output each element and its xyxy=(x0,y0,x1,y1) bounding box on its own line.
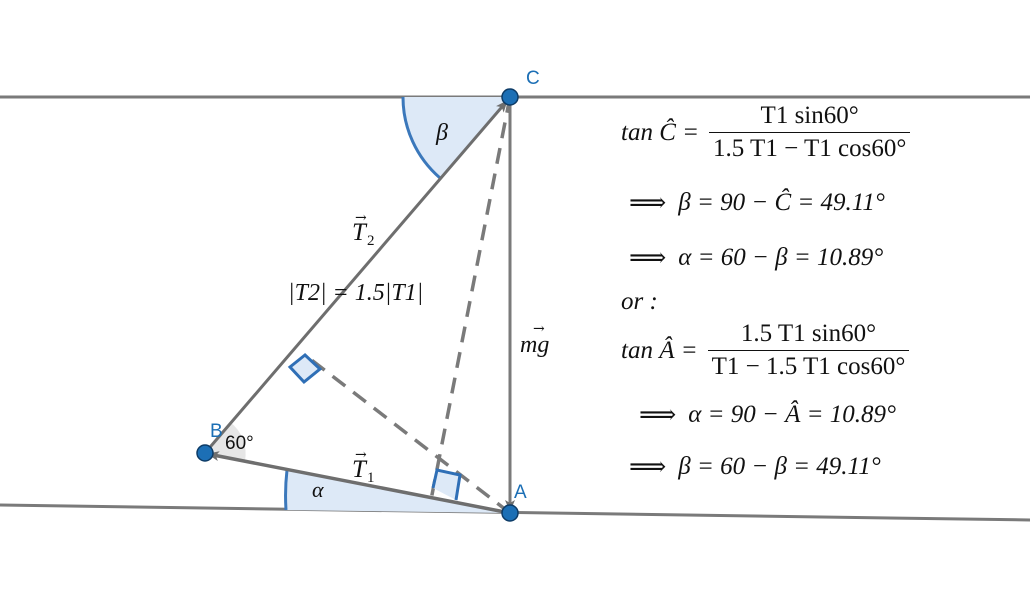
eq1-lhs: tan Ĉ = xyxy=(621,118,699,146)
point-label-B: B xyxy=(210,421,223,442)
point-label-A: A xyxy=(514,482,527,503)
equation-beta-from-alpha: ⟹ β = 60 − β = 49.11° xyxy=(629,452,881,482)
svg-text:|T2| = 1.5|T1|: |T2| = 1.5|T1| xyxy=(288,280,423,306)
eq1-denominator: 1.5 T1 − T1 cos60° xyxy=(709,132,911,163)
equation-alpha-from-beta: ⟹ α = 60 − β = 10.89° xyxy=(629,243,883,273)
svg-text:mg: mg xyxy=(520,332,549,358)
label-magnitude-relation: |T2| = 1.5|T1| xyxy=(288,280,423,306)
point-C[interactable] xyxy=(501,88,519,106)
equation-beta-from-C: ⟹ β = 90 − Ĉ = 49.11° xyxy=(629,188,885,218)
eq3-text: α = 60 − β = 10.89° xyxy=(678,244,884,271)
svg-text:→: → xyxy=(533,321,545,337)
or-label: or : xyxy=(621,288,658,315)
svg-text:→: → xyxy=(355,210,367,226)
point-A[interactable] xyxy=(501,504,519,522)
svg-text:2: 2 xyxy=(367,233,375,249)
eq1-numerator: T1 sin60° xyxy=(760,102,859,129)
vector-T1 xyxy=(207,451,511,515)
label-alpha: α xyxy=(312,477,324,502)
label-T2: T 2 → xyxy=(352,210,375,249)
eq6-text: β = 60 − β = 49.11° xyxy=(678,453,881,480)
implies-icon: ⟹ xyxy=(629,243,666,272)
label-angle-60: 60° xyxy=(225,433,254,454)
right-angle-marker-BC xyxy=(287,353,323,385)
right-angle-marker-AB xyxy=(431,468,462,501)
eq5-text: α = 90 − Â = 10.89° xyxy=(688,401,897,428)
svg-text:T: T xyxy=(352,456,368,483)
angle-beta-arc xyxy=(401,96,441,180)
dashed-line-C-to-foot-on-AB xyxy=(428,96,512,506)
eq4-denominator: T1 − 1.5 T1 cos60° xyxy=(707,350,910,381)
label-beta: β xyxy=(435,120,448,146)
label-T1: T 1 → xyxy=(352,447,375,486)
eq4-lhs: tan Â = xyxy=(621,336,698,364)
equation-tan-A: tan Â = 1.5 T1 sin60° T1 − 1.5 T1 cos60° xyxy=(621,320,910,381)
implies-icon: ⟹ xyxy=(639,400,676,429)
eq2-text: β = 90 − Ĉ = 49.11° xyxy=(678,189,885,216)
equation-tan-C: tan Ĉ = T1 sin60° 1.5 T1 − T1 cos60° xyxy=(621,102,911,163)
implies-icon: ⟹ xyxy=(629,188,666,217)
dashed-line-A-to-foot-on-BC xyxy=(303,353,512,515)
svg-text:T: T xyxy=(352,219,368,246)
implies-icon: ⟹ xyxy=(629,452,666,481)
point-label-C: C xyxy=(526,68,540,89)
svg-text:→: → xyxy=(355,447,367,463)
point-B[interactable] xyxy=(196,444,214,462)
label-mg: mg → xyxy=(520,321,549,358)
equation-alpha-from-A: ⟹ α = 90 − Â = 10.89° xyxy=(639,400,896,430)
svg-text:1: 1 xyxy=(367,470,375,486)
eq4-numerator: 1.5 T1 sin60° xyxy=(740,320,877,347)
angle-beta-sector xyxy=(402,97,510,178)
angle-alpha-arc xyxy=(284,469,289,511)
vector-T2 xyxy=(203,100,509,454)
